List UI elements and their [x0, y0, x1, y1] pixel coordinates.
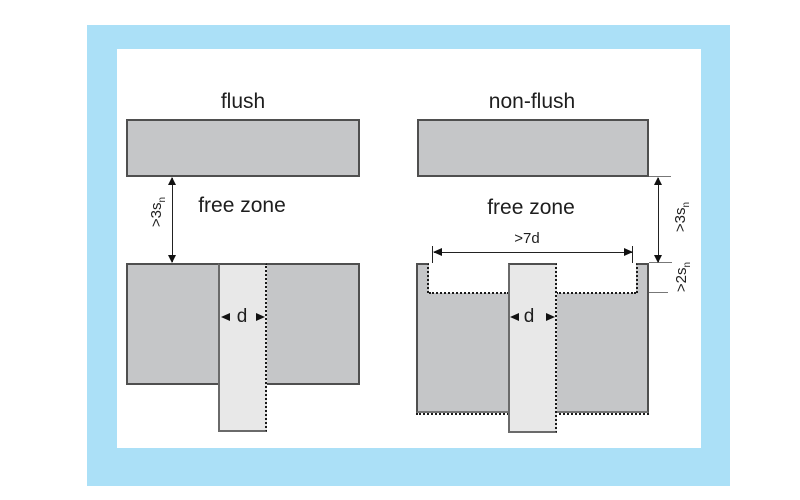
recess-depth-text: >2s [673, 267, 690, 293]
reference-line-recess-floor [649, 292, 668, 293]
flush-title: flush [220, 90, 266, 113]
gap-dimension-text: >3s [148, 202, 165, 228]
diameter-label: d [236, 306, 248, 327]
recess-depth-sub: n [682, 261, 693, 268]
gap-dimension-text: >3s [672, 207, 689, 233]
recess-width-label: >7d [514, 230, 540, 247]
reference-line-plate-bottom [649, 176, 671, 177]
recess-depth-label: >2sn [672, 247, 693, 307]
gap-dimension-sub: n [157, 196, 168, 203]
arrowhead-left-icon [433, 248, 442, 256]
arrowhead-right-icon [624, 248, 633, 256]
gap-dimension-label: >3sn [671, 187, 692, 247]
arrowhead-down-icon [168, 255, 176, 263]
recess-floor-line-right [556, 292, 636, 294]
gap-dimension-line [172, 178, 173, 262]
wall-left [416, 263, 429, 293]
free-zone-label: free zone [198, 194, 286, 217]
target-plate [126, 119, 360, 177]
sensor-body [508, 263, 557, 433]
non-flush-title: non-flush [488, 90, 576, 113]
sensor-body [218, 263, 267, 432]
arrowhead-down-icon [654, 255, 662, 263]
arrowhead-left-icon [221, 313, 230, 321]
free-zone-label: free zone [487, 196, 575, 219]
target-plate [417, 119, 649, 177]
gap-dimension-sub: n [681, 201, 692, 208]
arrowhead-left-icon [510, 313, 519, 321]
recess-width-dimension-line [434, 252, 632, 253]
gap-dimension-label: >3sn [147, 182, 168, 242]
recess-floor-line-left [429, 292, 509, 294]
gap-dimension-line [658, 178, 659, 262]
wall-right [636, 263, 649, 293]
arrowhead-right-icon [256, 313, 265, 321]
diameter-label: d [523, 306, 535, 327]
arrowhead-up-icon [168, 177, 176, 185]
arrowhead-right-icon [546, 313, 555, 321]
extension-line-left [432, 246, 433, 263]
arrowhead-up-icon [654, 177, 662, 185]
